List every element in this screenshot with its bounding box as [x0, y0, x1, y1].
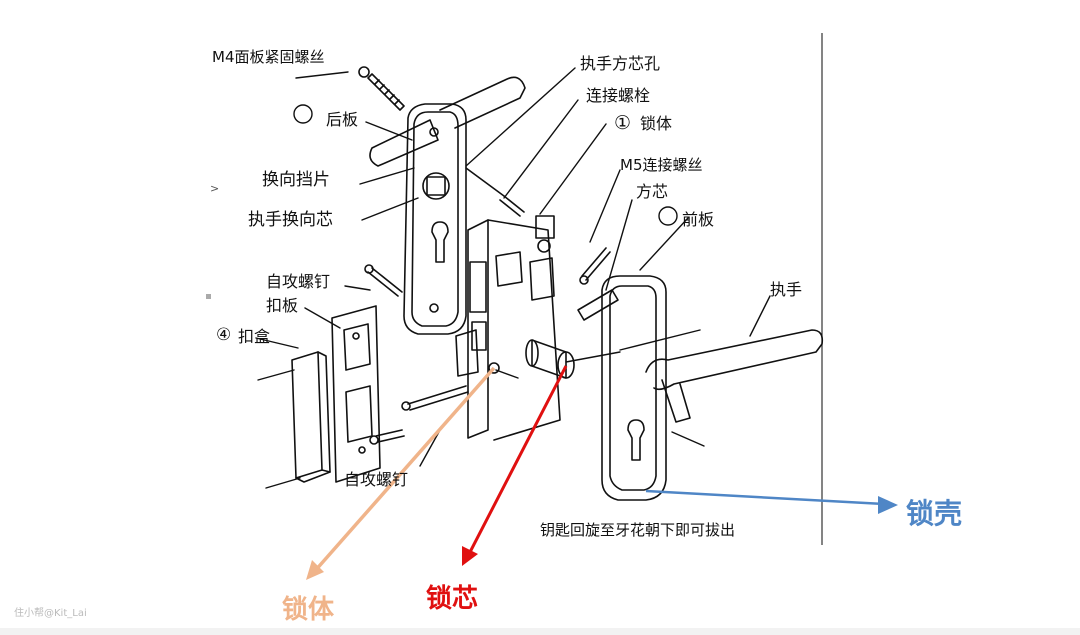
- lock-body-shape: [455, 215, 561, 441]
- callout-lock-cylinder: 锁芯: [426, 584, 479, 614]
- callout-arrows: [306, 365, 898, 580]
- label-key-note: 钥匙回旋至牙花朝下即可拔出: [540, 521, 736, 539]
- m5-screw-shape: [579, 247, 611, 285]
- square-core-shape: [577, 289, 619, 321]
- lock-cylinder-arrow-head: [462, 546, 478, 566]
- label-strike-box: 扣盒: [238, 327, 271, 346]
- label-connecting-bolt: 连接螺栓: [586, 86, 651, 105]
- lock-body-arrow: [312, 366, 496, 574]
- label-m4-screw: M4面板紧固螺丝: [212, 48, 325, 66]
- watermark: 住小帮@Kit_Lai: [14, 608, 87, 619]
- edge-mark-small: >: [210, 182, 219, 195]
- m4-screw-shape: [358, 66, 405, 111]
- lock-cylinder-arrow: [466, 365, 568, 557]
- rear-handle-shape: [369, 76, 526, 167]
- label-handle-square-hole: 执手方芯孔: [580, 54, 661, 73]
- lock-shell-arrow: [645, 489, 885, 506]
- label-reversing-tab: 换向挡片: [262, 170, 330, 190]
- callout-lock-shell: 锁壳: [906, 497, 963, 530]
- bottom-band: [0, 628, 1080, 635]
- label-back-plate: 后板: [326, 110, 359, 129]
- label-lock-body-num: ①: [614, 112, 632, 134]
- callout-lock-body: 锁体: [282, 595, 335, 625]
- self-tapping-screw-lower-shape: [369, 385, 469, 445]
- label-handle-reversing-core: 执手换向芯: [248, 210, 333, 230]
- label-m5-screw: M5连接螺丝: [620, 156, 703, 174]
- strike-plate-shape: [331, 305, 381, 483]
- lock-shell-arrow-head: [878, 496, 898, 514]
- label-front-plate: 前板: [682, 210, 715, 229]
- label-self-tapping-screw-top: 自攻螺钉: [266, 272, 331, 291]
- lock-body-arrow-head: [306, 560, 324, 580]
- self-tapping-screw-top-shape: [364, 264, 403, 297]
- edge-mark: [206, 294, 211, 299]
- front-handle-shape: [645, 329, 824, 423]
- label-square-core: 方芯: [636, 182, 669, 201]
- label-lock-body: 锁体: [640, 114, 673, 133]
- marker-circle-back: [293, 104, 313, 124]
- back-plate-shape: [403, 103, 467, 335]
- label-handle: 执手: [770, 280, 803, 299]
- label-strike-box-num: ④: [216, 325, 232, 345]
- strike-box-shape: [291, 351, 331, 483]
- label-strike-plate: 扣板: [266, 296, 299, 315]
- front-plate-shape: [601, 275, 667, 501]
- label-self-tapping-screw-bottom: 自攻螺钉: [344, 470, 409, 489]
- lock-cylinder-shape: [525, 339, 575, 379]
- connecting-bolt-shape: [465, 167, 525, 217]
- marker-circle-front: [658, 206, 678, 226]
- leader-lines: [255, 67, 771, 489]
